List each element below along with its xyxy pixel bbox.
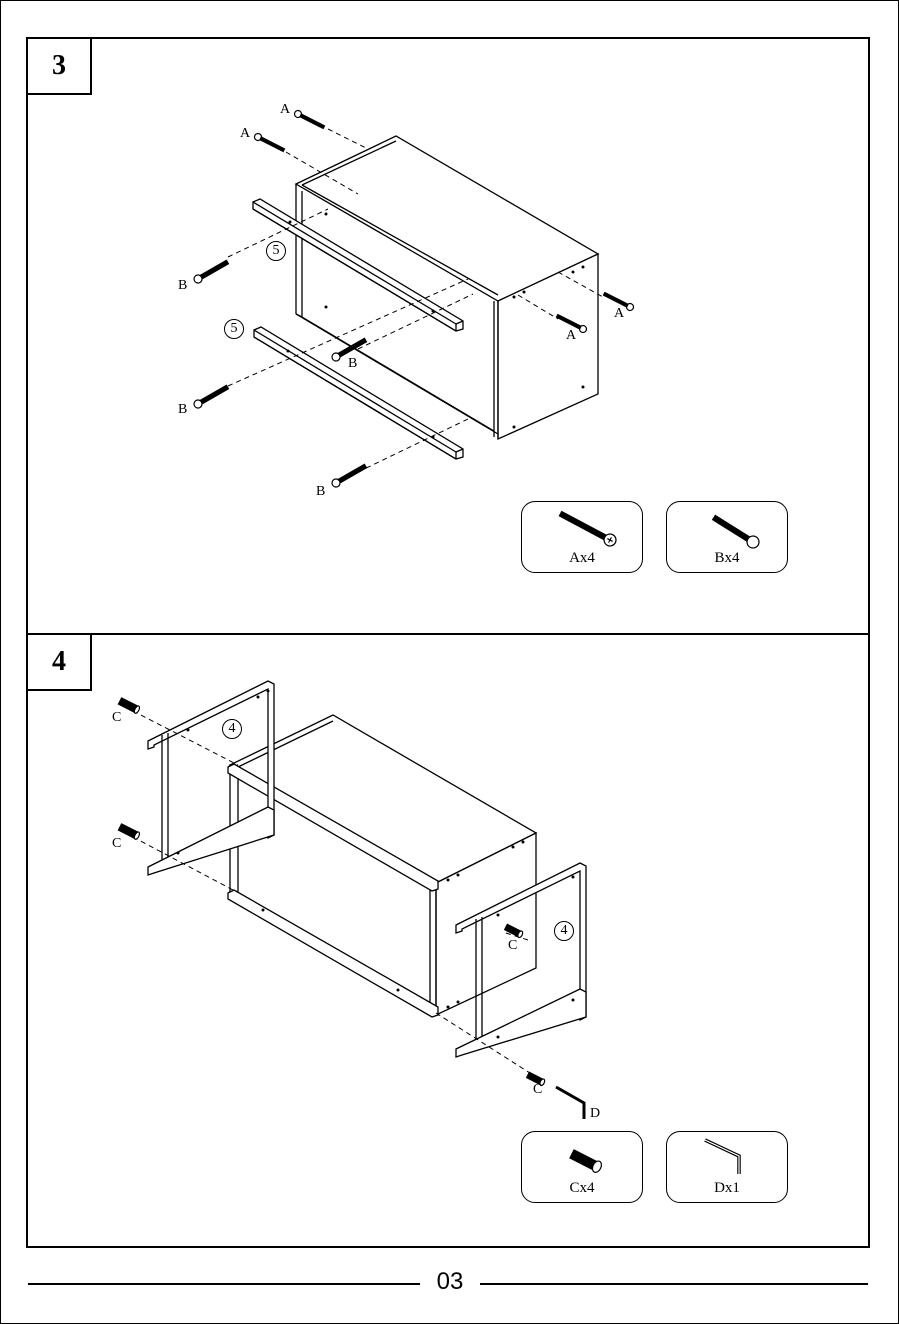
part-number-5: 5 xyxy=(266,241,286,261)
bolt-c-icon xyxy=(522,1132,642,1182)
part-label-a: A xyxy=(566,329,576,343)
footer-rule-right xyxy=(480,1283,868,1285)
footer-rule-left xyxy=(28,1283,420,1285)
screw-b-icon xyxy=(667,502,787,552)
part-label-c: C xyxy=(112,837,121,851)
hardware-box-b: Bx4 xyxy=(666,501,788,573)
part-label-b: B xyxy=(178,279,187,293)
part-number-4: 4 xyxy=(222,719,242,739)
step-3-panel: 3 xyxy=(26,37,870,635)
part-label-b: B xyxy=(348,357,357,371)
part-label-a: A xyxy=(280,103,290,117)
part-label-a: A xyxy=(614,307,624,321)
part-label-b: B xyxy=(178,403,187,417)
hardware-label: Dx1 xyxy=(667,1180,787,1197)
part-label-b: B xyxy=(316,485,325,499)
hardware-label: Cx4 xyxy=(522,1180,642,1197)
hardware-box-d: Dx1 xyxy=(666,1131,788,1203)
part-label-c: C xyxy=(508,939,517,953)
part-label-c: C xyxy=(533,1083,542,1097)
page-number: 03 xyxy=(420,1266,480,1298)
part-label-d: D xyxy=(590,1107,600,1121)
part-label-a: A xyxy=(240,127,250,141)
part-label-c: C xyxy=(112,711,121,725)
hardware-box-a: Ax4 xyxy=(521,501,643,573)
allen-key-icon xyxy=(667,1132,787,1182)
hardware-label: Bx4 xyxy=(667,550,787,567)
hardware-box-c: Cx4 xyxy=(521,1131,643,1203)
screw-a-icon xyxy=(522,502,642,552)
hardware-label: Ax4 xyxy=(522,550,642,567)
part-number-5: 5 xyxy=(224,319,244,339)
step-4-panel: 4 xyxy=(26,633,870,1248)
part-number-4: 4 xyxy=(554,921,574,941)
